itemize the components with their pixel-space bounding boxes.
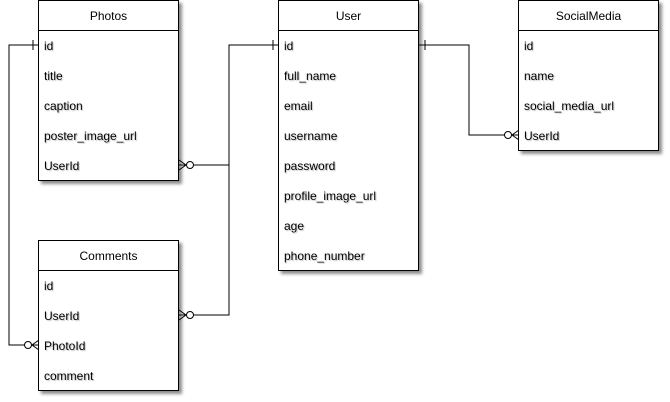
field-id: id: [44, 279, 54, 293]
entity-title: SocialMedia: [519, 1, 658, 31]
entity-comments[interactable]: Comments id UserId PhotoId comment: [38, 240, 179, 391]
entity-photos[interactable]: Photos id title caption poster_image_url…: [38, 0, 179, 181]
entity-title: Photos: [39, 1, 178, 31]
field-userid: UserId: [44, 159, 80, 173]
field-poster-image-url: poster_image_url: [44, 129, 137, 143]
field-title: title: [44, 69, 63, 83]
entity-socialmedia[interactable]: SocialMedia id name social_media_url Use…: [518, 0, 659, 151]
field-age: age: [284, 219, 305, 233]
field-comment: comment: [44, 369, 94, 383]
field-profile-image-url: profile_image_url: [284, 189, 377, 203]
field-password: password: [284, 159, 336, 173]
entity-title: Comments: [39, 241, 178, 271]
relationship-photos-comments: [8, 44, 39, 346]
field-name: name: [524, 69, 555, 83]
field-username: username: [284, 129, 338, 143]
zero-marker-socialmedia-userid: [504, 131, 512, 139]
zero-marker-comments-photoid: [24, 341, 32, 349]
relationship-user-comments: [179, 165, 230, 316]
entity-title: User: [279, 1, 418, 31]
zero-marker-photos-userid: [186, 161, 194, 169]
field-userid: UserId: [524, 129, 560, 143]
field-id: id: [524, 39, 534, 53]
field-phone-number: phone_number: [284, 249, 365, 263]
relationship-user-photos: [179, 44, 279, 166]
field-full-name: full_name: [284, 69, 337, 83]
field-id: id: [44, 39, 54, 53]
relationship-user-socialmedia: [419, 44, 519, 136]
field-caption: caption: [44, 99, 83, 113]
entity-user[interactable]: User id full_name email username passwor…: [278, 0, 419, 271]
zero-marker-comments-userid: [186, 311, 194, 319]
field-social-media-url: social_media_url: [524, 99, 615, 113]
field-id: id: [284, 39, 294, 53]
field-photoid: PhotoId: [44, 339, 86, 353]
field-userid: UserId: [44, 309, 80, 323]
field-email: email: [284, 99, 313, 113]
